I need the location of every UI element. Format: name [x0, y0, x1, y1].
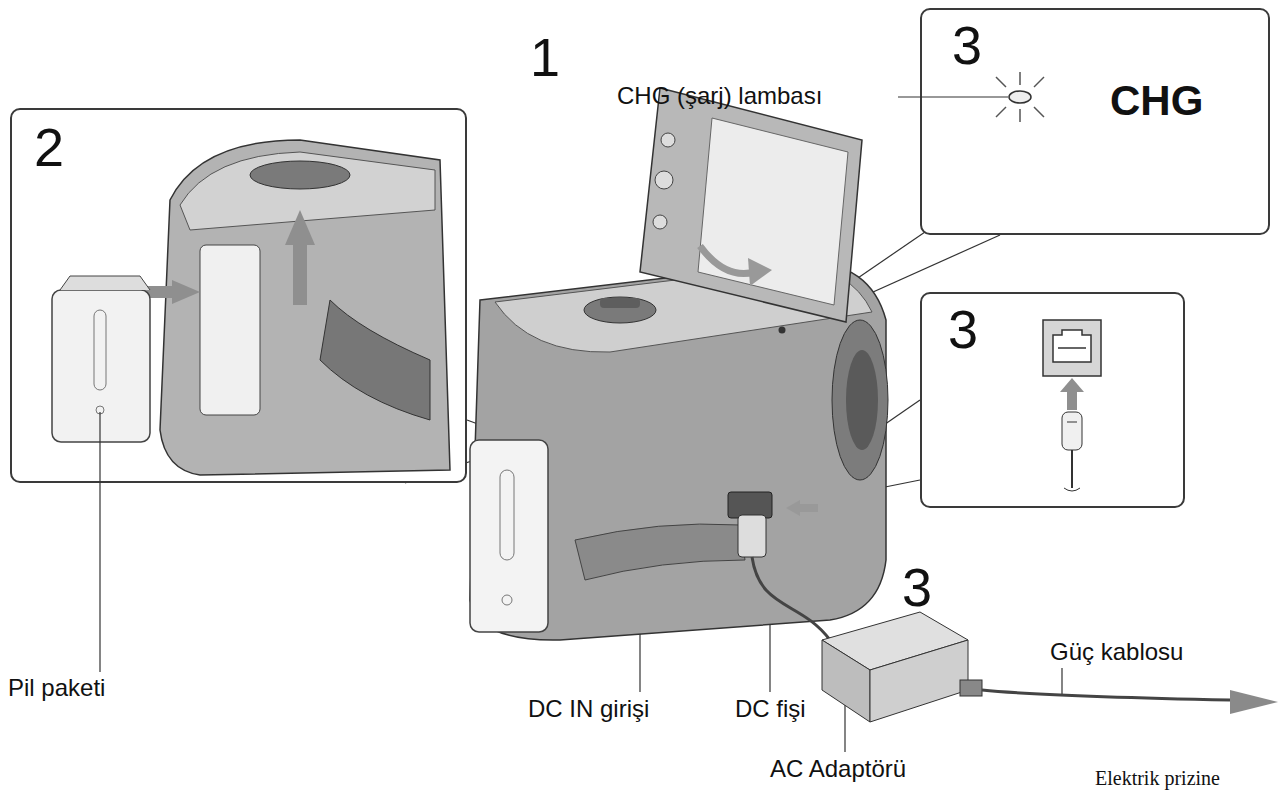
dc-plug-part — [738, 515, 766, 557]
lcd-panel-part — [640, 88, 862, 322]
leader-lines-part — [769, 560, 770, 692]
camcorder-body-part — [600, 298, 640, 308]
dc-plug-part — [800, 504, 818, 512]
leader-lines-part — [844, 705, 845, 752]
inset-box: 2 — [10, 108, 467, 483]
open-arrow — [700, 246, 772, 286]
camcorder-body-part — [575, 524, 745, 580]
part-name: Elektrik prizine — [1095, 768, 1220, 788]
step-number: 3 — [902, 560, 932, 614]
dc-plug — [728, 492, 830, 640]
inset-box: 3 — [920, 292, 1185, 508]
leader-lines-part — [782, 232, 925, 330]
part-name: CHG (şarj) lambası — [617, 84, 822, 108]
leader-lines-part — [1061, 668, 1062, 694]
power-cord-part — [1230, 690, 1278, 714]
power-cord-part — [960, 680, 982, 696]
step-number: 1 — [530, 30, 560, 84]
lcd-panel-part — [653, 215, 667, 229]
part-name: Pil paketi — [8, 676, 105, 700]
battery-front — [470, 440, 548, 632]
dc-plug-part — [728, 492, 772, 518]
leader-lines-part — [467, 420, 535, 445]
ac-adaptor-part — [822, 612, 968, 670]
camcorder-body-part — [846, 350, 878, 450]
open-arrow-part — [748, 258, 772, 286]
leader-lines-part — [770, 480, 920, 510]
dc-plug-part — [786, 500, 800, 516]
ac-adaptor-part — [822, 640, 870, 722]
ac-adaptor-part — [870, 640, 968, 722]
lamp-marking: CHG — [1110, 80, 1203, 122]
lcd-panel-part — [655, 171, 673, 189]
step-number: 3 — [952, 18, 982, 72]
inset-box: 3CHG — [920, 8, 1270, 235]
camcorder-body-part — [832, 320, 888, 480]
power-cord — [960, 680, 1278, 714]
camcorder-body-part — [470, 262, 886, 640]
step-number: 2 — [34, 120, 64, 174]
battery-front-part — [500, 470, 514, 560]
part-name: Güç kablosu — [1050, 640, 1183, 664]
part-name: AC Adaptörü — [770, 757, 906, 781]
lcd-panel — [640, 88, 862, 322]
open-arrow-part — [700, 246, 755, 274]
step-number: 3 — [948, 302, 978, 356]
hand-strap-part — [560, 430, 770, 510]
part-name: DC fişi — [735, 697, 806, 721]
leader-lines-part — [639, 512, 640, 692]
part-name: DC IN girişi — [528, 697, 649, 721]
lcd-panel-part — [698, 118, 848, 305]
power-cord-part — [982, 690, 1230, 700]
hand-strap — [560, 430, 770, 510]
dc-plug-part — [752, 557, 830, 640]
camcorder-body — [470, 262, 888, 640]
camcorder-body-part — [495, 266, 872, 352]
leader-lines-part — [768, 400, 920, 505]
battery-front-part — [470, 440, 548, 632]
ac-adaptor — [822, 612, 968, 722]
camcorder-body-part — [584, 297, 656, 323]
battery-front-part — [502, 595, 512, 605]
lcd-panel-part — [661, 133, 675, 147]
camcorder-body-part — [779, 327, 786, 334]
